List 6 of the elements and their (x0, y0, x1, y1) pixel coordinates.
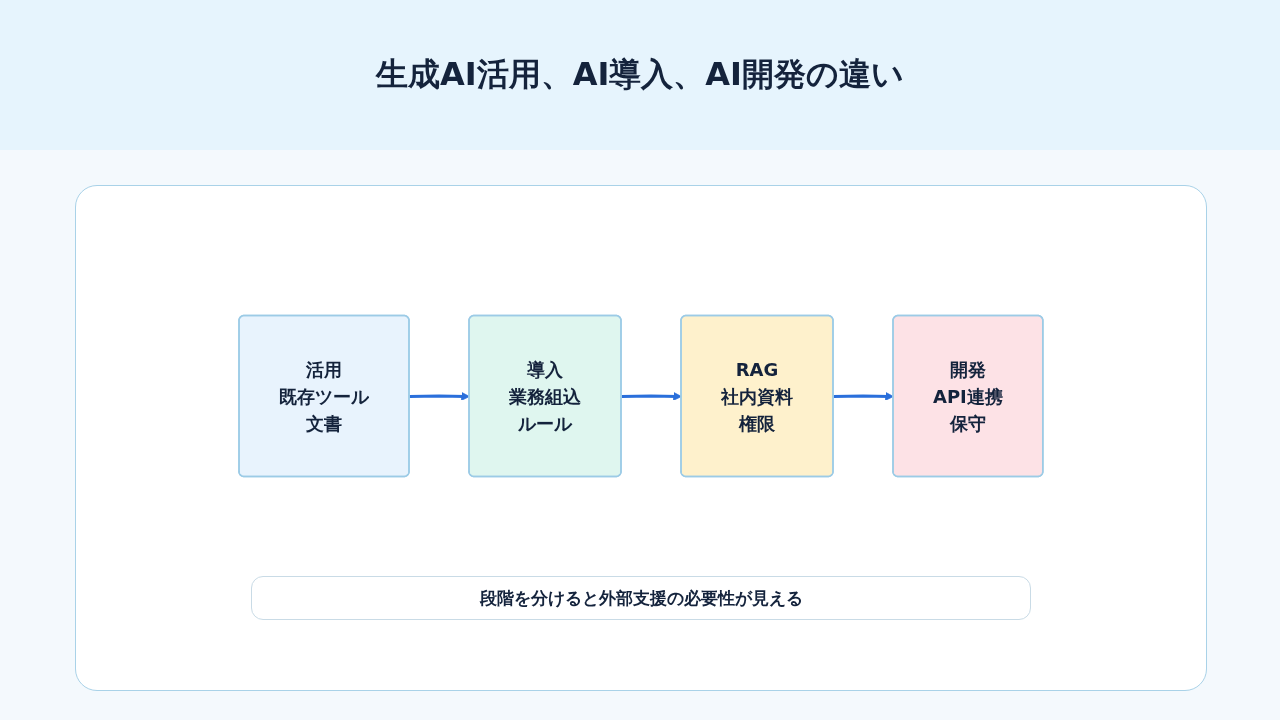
arrow (621, 391, 682, 401)
card-background: 活用 既存ツール 文書 導入 業務組込 ルール RAG 社内資料 権限 開発 API連携 保守 段階を分けると外部支援の必要性が見える (75, 185, 1207, 691)
arrow (833, 391, 894, 401)
title: 生成AI活用、AI導入、AI開発の違い (376, 54, 904, 95)
arrow (409, 391, 470, 401)
note: 段階を分けると外部支援の必要性が見える (251, 576, 1031, 620)
